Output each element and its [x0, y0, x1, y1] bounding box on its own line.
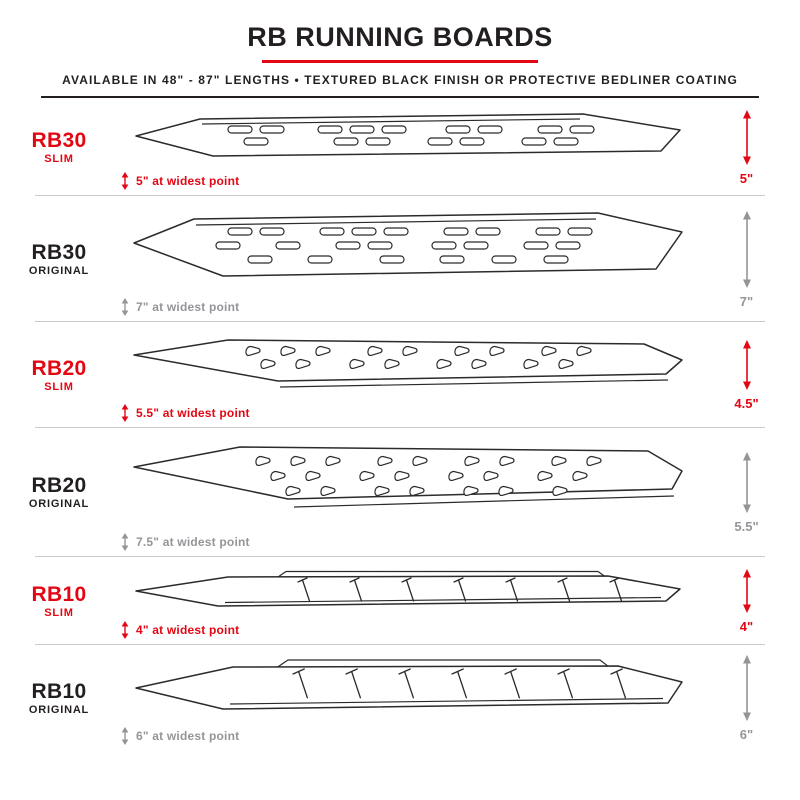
- variant-label: ORIGINAL: [28, 703, 90, 716]
- width-label: 5.5" at widest point: [136, 406, 250, 420]
- height-measurement: 5.5": [693, 452, 800, 534]
- product-row-rb10-slim: RB10 SLIM 4" at widest point 4": [0, 557, 800, 644]
- row-divider: [35, 195, 765, 196]
- width-label: 5" at widest point: [136, 174, 240, 188]
- board-illustration-wrap: 5" at widest point: [118, 105, 693, 190]
- running-board-drawing: [135, 113, 681, 157]
- page-header: RB RUNNING BOARDS AVAILABLE IN 48" - 87"…: [0, 0, 800, 98]
- width-arrow-icon: [121, 298, 129, 316]
- product-label: RB30 ORIGINAL: [0, 240, 118, 278]
- height-arrow-icon: [742, 452, 751, 513]
- height-measurement: 5": [693, 109, 800, 186]
- height-arrow-icon: [742, 340, 751, 390]
- width-label: 7.5" at widest point: [136, 535, 250, 549]
- product-row-rb20-original: RB20 ORIGINAL 7.5" at widest point 5.5": [0, 428, 800, 556]
- running-board-drawing: [135, 570, 681, 607]
- running-board-drawing: [133, 212, 683, 277]
- product-label: RB10 SLIM: [0, 582, 118, 620]
- product-row-rb20-slim: RB20 SLIM 5.5" at widest point 4.5": [0, 322, 800, 427]
- running-board-drawing: [133, 339, 683, 388]
- width-arrow-icon: [121, 621, 129, 639]
- product-label: RB20 SLIM: [0, 356, 118, 394]
- running-board-drawing: [133, 446, 683, 508]
- row-divider: [35, 644, 765, 645]
- width-measurement: 4" at widest point: [120, 621, 693, 639]
- width-label: 7" at widest point: [136, 300, 240, 314]
- variant-label: ORIGINAL: [28, 264, 90, 277]
- variant-label: SLIM: [44, 380, 74, 393]
- height-arrow-icon: [742, 569, 751, 613]
- product-row-rb10-original: RB10 ORIGINAL 6" at widest point 6": [0, 645, 800, 750]
- width-arrow-icon: [121, 533, 129, 551]
- model-label: RB30: [31, 240, 87, 264]
- board-illustration-wrap: 5.5" at widest point: [118, 329, 693, 422]
- board-illustration-wrap: 7.5" at widest point: [118, 435, 693, 551]
- board-illustration-wrap: 7" at widest point: [118, 203, 693, 316]
- width-arrow-icon: [121, 404, 129, 422]
- row-divider: [35, 321, 765, 322]
- model-label: RB20: [31, 474, 87, 498]
- product-row-rb30-original: RB30 ORIGINAL 7" at widest point 7": [0, 196, 800, 321]
- model-label: RB20: [31, 356, 87, 380]
- product-row-rb30-slim: RB30 SLIM 5" at widest point 5": [0, 98, 800, 195]
- product-label: RB10 ORIGINAL: [0, 679, 118, 717]
- title-underline: [262, 60, 538, 63]
- height-measurement: 4.5": [693, 340, 800, 411]
- row-divider: [35, 556, 765, 557]
- height-label: 4.5": [734, 396, 759, 411]
- height-arrow-icon: [742, 655, 751, 721]
- width-measurement: 7.5" at widest point: [120, 533, 693, 551]
- page-title: RB RUNNING BOARDS: [247, 22, 553, 52]
- width-arrow-icon: [121, 727, 129, 745]
- running-board-drawing: [135, 659, 683, 710]
- product-label: RB30 SLIM: [0, 128, 118, 166]
- width-label: 4" at widest point: [136, 623, 240, 637]
- subtitle-underline: [41, 96, 759, 98]
- height-label: 7": [739, 293, 754, 309]
- height-measurement: 4": [693, 569, 800, 634]
- height-measurement: 7": [693, 210, 800, 309]
- model-label: RB10: [31, 679, 87, 703]
- width-arrow-icon: [121, 172, 129, 190]
- width-measurement: 6" at widest point: [120, 727, 693, 745]
- variant-label: SLIM: [44, 152, 74, 165]
- width-label: 6" at widest point: [136, 729, 240, 743]
- board-illustration-wrap: 6" at widest point: [118, 652, 693, 745]
- model-label: RB10: [31, 582, 87, 606]
- height-arrow-icon: [742, 109, 751, 165]
- page-subtitle: AVAILABLE IN 48" - 87" LENGTHS • TEXTURE…: [62, 73, 738, 87]
- board-illustration-wrap: 4" at widest point: [118, 564, 693, 639]
- height-arrow-icon: [742, 210, 751, 288]
- height-label: 5.5": [734, 519, 759, 534]
- height-label: 4": [739, 619, 754, 634]
- variant-label: SLIM: [44, 606, 74, 619]
- height-label: 6": [739, 727, 754, 742]
- variant-label: ORIGINAL: [28, 498, 90, 511]
- height-label: 5": [739, 170, 754, 186]
- height-measurement: 6": [693, 655, 800, 742]
- model-label: RB30: [31, 128, 87, 152]
- row-divider: [35, 427, 765, 428]
- product-label: RB20 ORIGINAL: [0, 475, 118, 511]
- width-measurement: 7" at widest point: [120, 298, 693, 316]
- width-measurement: 5" at widest point: [120, 172, 693, 190]
- width-measurement: 5.5" at widest point: [120, 404, 693, 422]
